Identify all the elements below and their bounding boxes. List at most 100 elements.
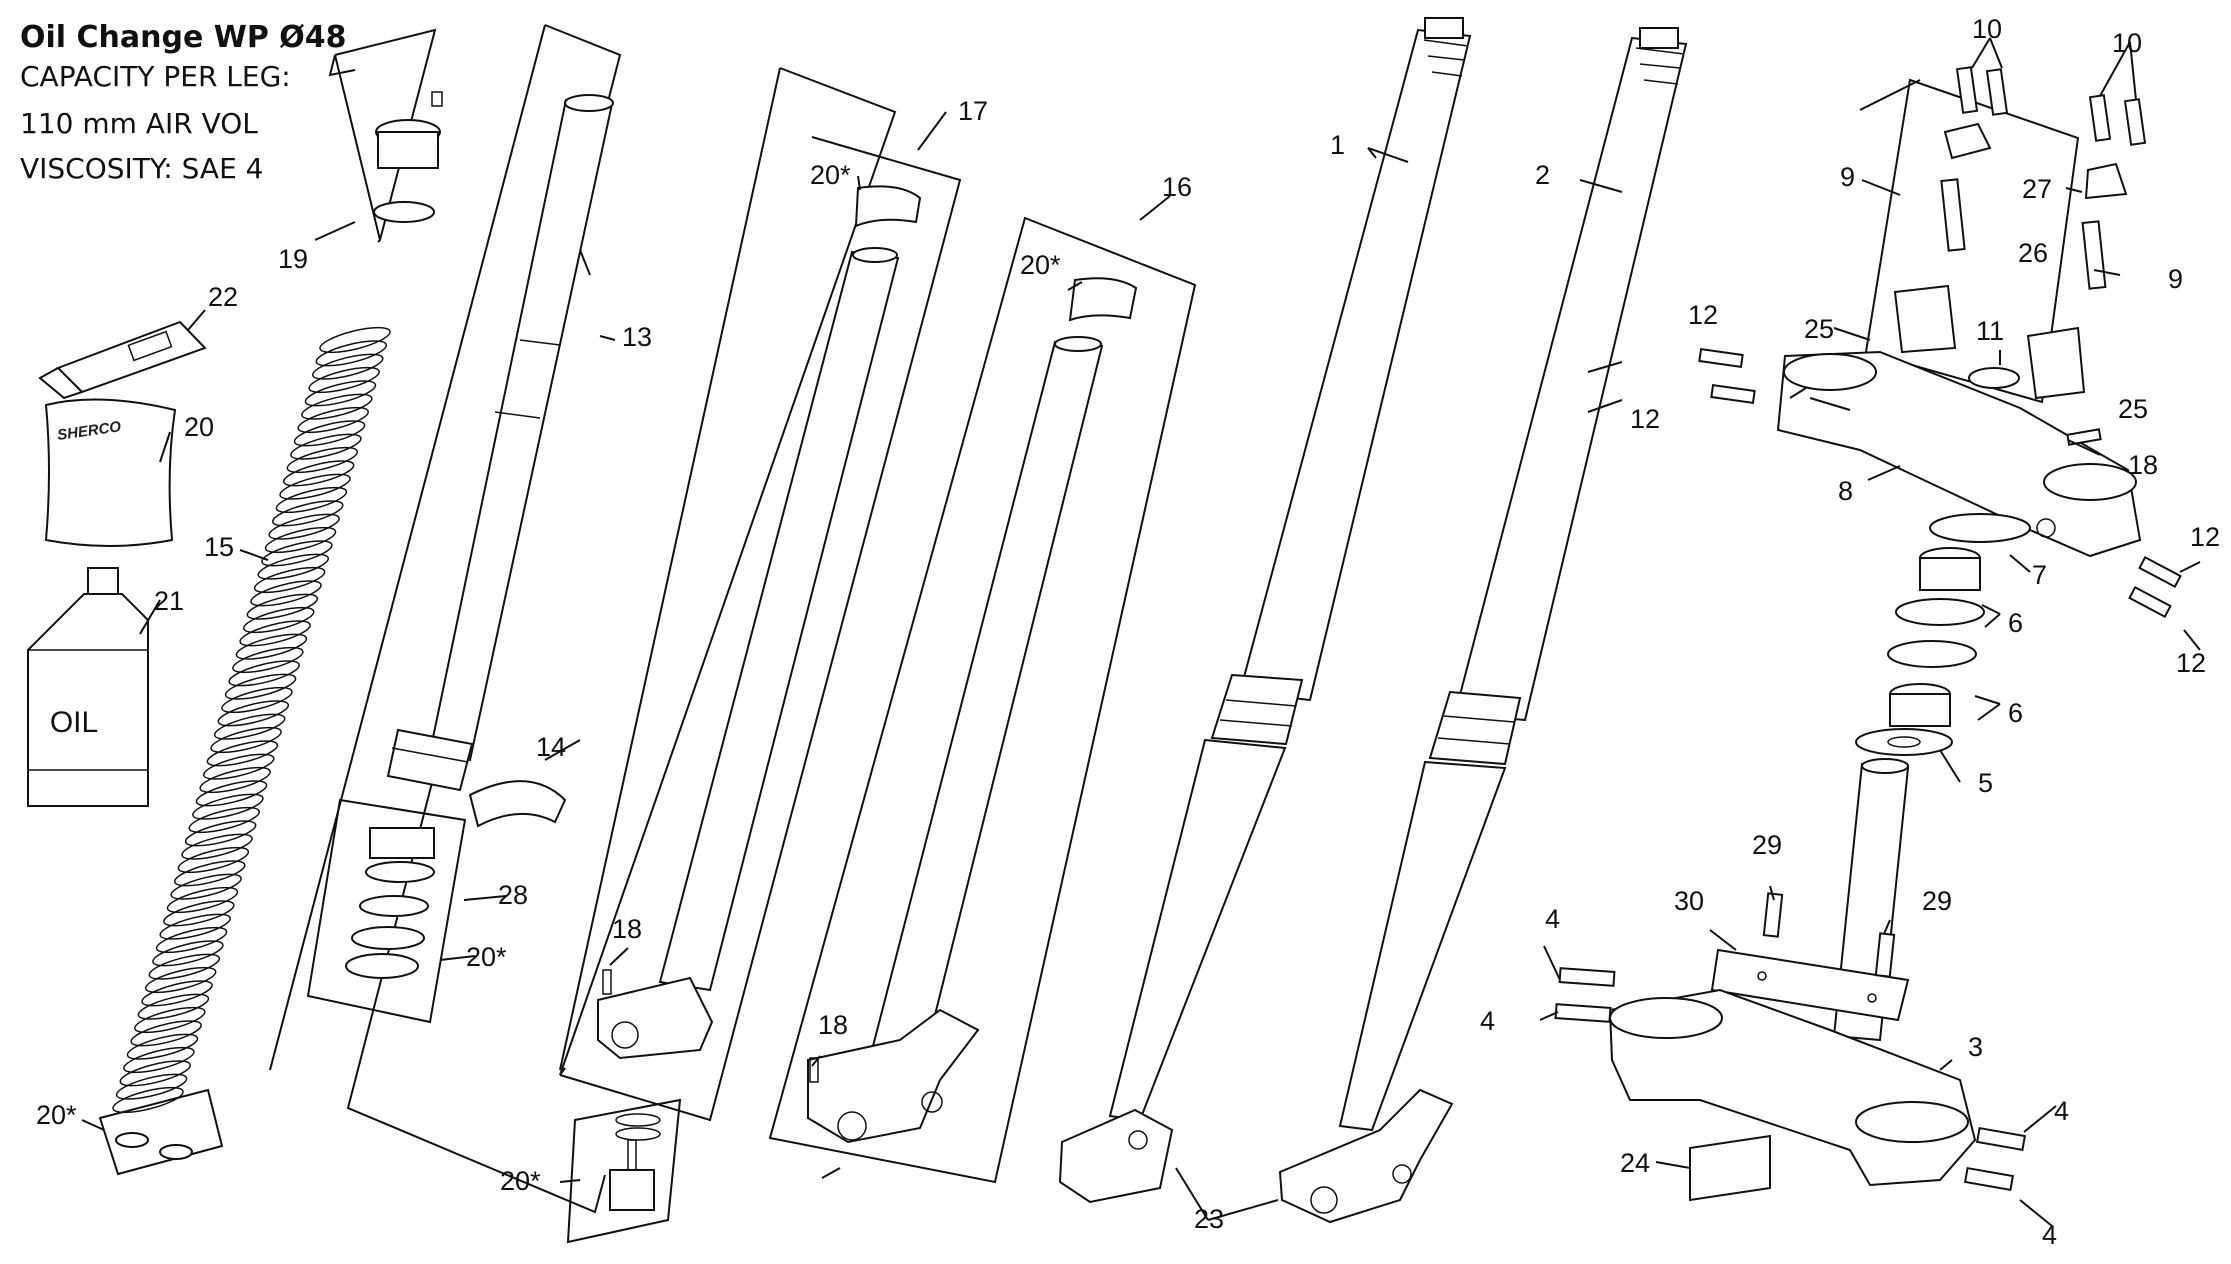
spacer-ring xyxy=(115,1132,149,1148)
spring-coil xyxy=(304,380,377,407)
spring-coil xyxy=(217,700,290,727)
label-20-star: 20* xyxy=(1020,250,1061,280)
label-18: 18 xyxy=(612,914,642,944)
label-9: 9 xyxy=(2168,264,2183,294)
label-20-star: 20* xyxy=(466,942,507,972)
spring-coil xyxy=(308,366,380,394)
label-28: 28 xyxy=(498,880,528,910)
spring-coil xyxy=(293,420,366,447)
label-18: 18 xyxy=(818,1010,848,1040)
steering-bearings xyxy=(1855,513,2031,756)
label-24: 24 xyxy=(1620,1148,1650,1178)
spring-coil xyxy=(239,620,311,647)
label-16: 16 xyxy=(1162,172,1192,202)
label-18: 18 xyxy=(2128,450,2158,480)
label-25: 25 xyxy=(1804,314,1834,344)
label-29: 29 xyxy=(1752,830,1782,860)
label-7: 7 xyxy=(2032,560,2047,590)
spring-coil xyxy=(242,606,315,634)
spring-coil xyxy=(137,993,210,1020)
spring-coil xyxy=(206,740,279,767)
sealant-pouch: SHERCO xyxy=(44,398,177,547)
spring-coil xyxy=(173,860,246,887)
label-19: 19 xyxy=(278,244,308,274)
label-9: 9 xyxy=(1840,162,1855,192)
label-23: 23 xyxy=(1194,1204,1224,1234)
spring-coil xyxy=(115,1073,188,1100)
lower-triple-clamp xyxy=(1554,758,2027,1202)
label-4: 4 xyxy=(1480,1006,1495,1036)
spring-coil xyxy=(199,766,271,794)
inner-tube-group-17 xyxy=(559,67,962,1244)
spring-coil xyxy=(210,726,282,754)
label-12: 12 xyxy=(2176,648,2206,678)
spring-coil xyxy=(170,873,242,900)
spring-coil xyxy=(272,500,344,527)
fork-leg-1 xyxy=(1058,17,1472,1204)
spring-coil xyxy=(279,473,351,500)
spring-coil xyxy=(184,820,257,847)
spring-coil xyxy=(253,566,326,594)
label-25: 25 xyxy=(2118,394,2148,424)
spring-coil xyxy=(144,966,217,994)
label-20-star: 20* xyxy=(810,160,851,190)
spring-coil xyxy=(203,753,275,780)
fork-leg-2 xyxy=(1278,27,1688,1224)
label-3: 3 xyxy=(1968,1032,1983,1062)
spring-coil xyxy=(181,833,253,860)
label-14: 14 xyxy=(536,732,566,762)
spring-coil xyxy=(159,913,231,940)
diagram-title: Oil Change WP Ø48 xyxy=(20,20,347,55)
spring-coil xyxy=(257,553,330,580)
label-20-star: 20* xyxy=(500,1166,541,1196)
label-12: 12 xyxy=(1688,300,1718,330)
spring-coil xyxy=(126,1033,199,1060)
label-12: 12 xyxy=(2190,522,2220,552)
spring-coil xyxy=(148,953,221,980)
capacity-label: CAPACITY PER LEG: xyxy=(20,60,291,93)
label-20-star: 20* xyxy=(36,1100,77,1130)
spring-coil xyxy=(286,446,359,474)
upper-triple-clamp xyxy=(1698,66,2182,619)
cartridge-group xyxy=(269,24,622,1214)
spring-coil xyxy=(130,1020,202,1047)
label-21: 21 xyxy=(154,586,184,616)
spring-coil xyxy=(246,593,319,620)
spring-coil xyxy=(319,326,391,354)
label-15: 15 xyxy=(204,532,234,562)
spring-coil xyxy=(152,940,224,967)
leader-lines xyxy=(81,37,2201,1227)
spring-coil xyxy=(282,460,355,487)
label-2: 2 xyxy=(1535,160,1550,190)
spring-coil xyxy=(250,580,322,607)
label-27: 27 xyxy=(2022,174,2052,204)
spring-coil xyxy=(177,846,250,874)
spring-coil xyxy=(275,486,348,514)
spring-coil xyxy=(112,1086,184,1114)
label-29: 29 xyxy=(1922,886,1952,916)
label-20: 20 xyxy=(184,412,214,442)
spring-coil xyxy=(192,793,264,820)
label-12: 12 xyxy=(1630,404,1660,434)
spring-coil xyxy=(297,406,369,434)
label-8: 8 xyxy=(1838,476,1853,506)
spring-coil xyxy=(268,513,340,540)
label-1: 1 xyxy=(1330,130,1345,160)
label-30: 30 xyxy=(1674,886,1704,916)
label-4: 4 xyxy=(2054,1096,2069,1126)
spring-coil xyxy=(123,1046,195,1074)
spring-coil xyxy=(224,673,297,700)
spring-coil xyxy=(311,353,384,380)
label-11: 11 xyxy=(1976,316,2004,346)
label-5: 5 xyxy=(1978,768,1993,798)
inner-tube-group-16 xyxy=(768,216,1197,1184)
label-10: 10 xyxy=(1972,14,2002,44)
grease-tube xyxy=(38,320,207,400)
oil-bottle: OIL xyxy=(27,567,149,807)
label-13: 13 xyxy=(622,322,652,352)
air-volume-label: 110 mm AIR VOL xyxy=(20,107,258,140)
spring-coil xyxy=(290,433,362,460)
spring-coil xyxy=(166,886,239,914)
